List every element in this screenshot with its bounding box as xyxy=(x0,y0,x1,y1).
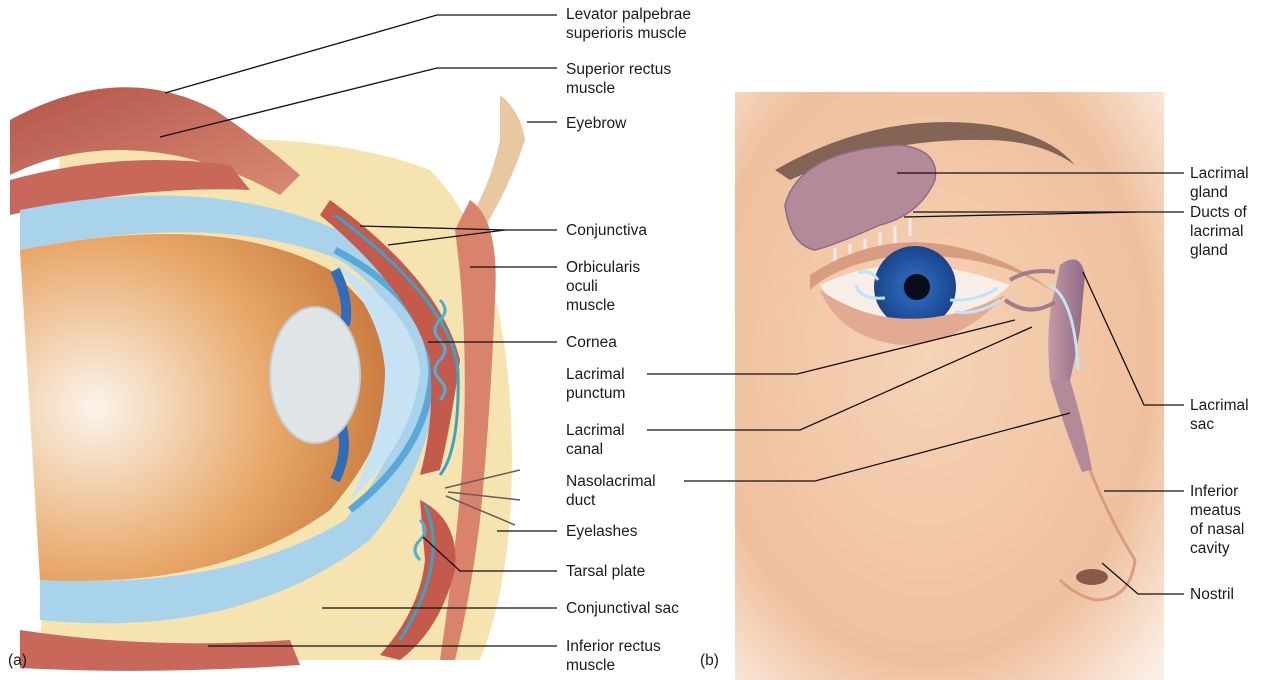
label-eyebrow: Eyebrow xyxy=(566,114,626,133)
panel-a-marker: (a) xyxy=(8,652,27,670)
label-lacrimal-punctum: Lacrimal punctum xyxy=(566,365,625,403)
label-nostril: Nostril xyxy=(1190,585,1234,604)
label-eyelashes: Eyelashes xyxy=(566,522,638,541)
label-ducts-of-lacrimal-gland: Ducts of lacrimal gland xyxy=(1190,203,1247,260)
label-tarsal-plate: Tarsal plate xyxy=(566,562,645,581)
leader-levator xyxy=(165,15,557,93)
label-lacrimal-sac: Lacrimal sac xyxy=(1190,396,1249,434)
panel-a-illustration xyxy=(10,87,525,671)
panel-b-marker: (b) xyxy=(700,652,719,670)
label-superior-rectus: Superior rectus muscle xyxy=(566,60,671,98)
nostril xyxy=(1076,569,1108,585)
label-orbicularis-oculi: Orbicularis oculi muscle xyxy=(566,258,640,315)
label-inferior-rectus: Inferior rectus muscle xyxy=(566,637,661,675)
label-inferior-meatus: Inferior meatus of nasal cavity xyxy=(1190,482,1244,558)
label-levator-palpebrae: Levator palpebrae superioris muscle xyxy=(566,5,691,43)
label-conjunctival-sac: Conjunctival sac xyxy=(566,599,679,618)
panel-b-illustration xyxy=(735,92,1164,680)
label-conjunctiva: Conjunctiva xyxy=(566,221,647,240)
label-lacrimal-gland: Lacrimal gland xyxy=(1190,164,1249,202)
lens xyxy=(270,307,360,443)
label-cornea: Cornea xyxy=(566,333,617,352)
pupil xyxy=(904,274,930,300)
label-nasolacrimal-duct: Nasolacrimal duct xyxy=(566,472,656,510)
label-lacrimal-canal: Lacrimal canal xyxy=(566,421,625,459)
